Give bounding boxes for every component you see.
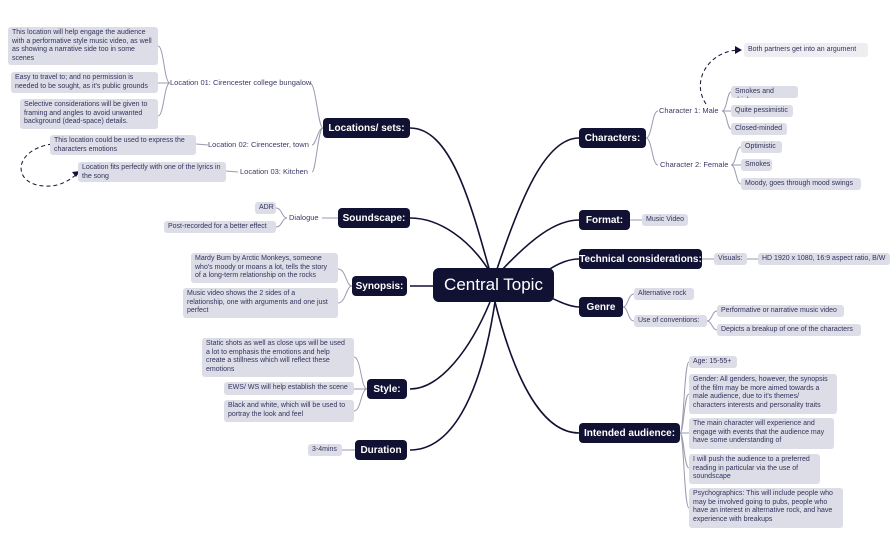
genre-value[interactable]: Alternative rock: [634, 288, 694, 300]
location-01-label[interactable]: Location 01: Cirencester college bungalo…: [170, 78, 312, 87]
char1-trait-3[interactable]: Closed-minded: [731, 123, 787, 135]
style-item-3[interactable]: Black and white, which will be used to p…: [224, 400, 354, 422]
dialogue-label[interactable]: Dialogue: [289, 213, 319, 222]
format-node[interactable]: Format:: [579, 210, 630, 230]
duration-node[interactable]: Duration: [355, 440, 407, 460]
character-1-label[interactable]: Character 1: Male: [659, 106, 719, 115]
locations-node[interactable]: Locations/ sets:: [323, 118, 410, 138]
character-2-label[interactable]: Character 2: Female: [660, 160, 729, 169]
style-item-2[interactable]: EWS/ WS will help establish the scene: [224, 382, 354, 395]
location-03-note[interactable]: Location fits perfectly with one of the …: [78, 162, 226, 182]
audience-age[interactable]: Age: 15-55+: [689, 356, 737, 368]
style-item-1[interactable]: Static shots as well as close ups will b…: [202, 338, 354, 377]
audience-psychographics[interactable]: Psychographics: This will include people…: [689, 488, 843, 528]
convention-item-1[interactable]: Performative or narrative music video: [717, 305, 844, 317]
style-node[interactable]: Style:: [367, 379, 407, 399]
post-recorded-item[interactable]: Post-recorded for a better effect: [164, 221, 276, 233]
visuals-value[interactable]: HD 1920 x 1080, 16:9 aspect ratio, B/W: [758, 253, 890, 265]
audience-gender[interactable]: Gender: All genders, however, the synops…: [689, 374, 837, 414]
char2-trait-2[interactable]: Smokes: [741, 159, 772, 171]
location-01-note-1[interactable]: This location will help engage the audie…: [8, 27, 158, 65]
adr-item[interactable]: ADR: [255, 202, 276, 214]
central-topic[interactable]: Central Topic: [433, 268, 554, 302]
audience-experience[interactable]: The main character will experience and e…: [689, 418, 834, 449]
characters-node[interactable]: Characters:: [579, 128, 646, 148]
technical-node[interactable]: Technical considerations:: [579, 249, 702, 269]
char1-trait-2[interactable]: Quite pessimistic: [731, 105, 793, 117]
duration-value[interactable]: 3-4mins: [308, 444, 342, 456]
synopsis-node[interactable]: Synopsis:: [352, 276, 407, 296]
synopsis-item-2[interactable]: Music video shows the 2 sides of a relat…: [183, 288, 338, 318]
char1-trait-1[interactable]: Smokes and drinks: [731, 86, 798, 98]
char2-trait-1[interactable]: Optimistic: [741, 141, 782, 153]
location-02-note[interactable]: This location could be used to express t…: [50, 135, 196, 155]
soundscape-node[interactable]: Soundscape:: [338, 208, 410, 228]
audience-preferred-reading[interactable]: I will push the audience to a preferred …: [689, 454, 820, 484]
location-03-label[interactable]: Location 03: Kitchen: [240, 167, 308, 176]
synopsis-item-1[interactable]: Mardy Bum by Arctic Monkeys, someone who…: [191, 253, 338, 283]
location-01-note-2[interactable]: Easy to travel to; and no permission is …: [11, 72, 158, 93]
format-value[interactable]: Music Video: [642, 214, 688, 226]
location-02-label[interactable]: Location 02: Cirencester, town: [208, 140, 309, 149]
audience-node[interactable]: Intended audience:: [579, 423, 680, 443]
location-01-note-3[interactable]: Selective considerations will be given t…: [20, 99, 158, 129]
conventions-label[interactable]: Use of conventions:: [634, 315, 707, 327]
argument-callout[interactable]: Both partners get into an argument: [744, 43, 868, 57]
char2-trait-3[interactable]: Moody, goes through mood swings: [741, 178, 861, 190]
visuals-label[interactable]: Visuals:: [714, 253, 747, 265]
convention-item-2[interactable]: Depicts a breakup of one of the characte…: [717, 324, 861, 336]
genre-node[interactable]: Genre: [579, 297, 623, 317]
